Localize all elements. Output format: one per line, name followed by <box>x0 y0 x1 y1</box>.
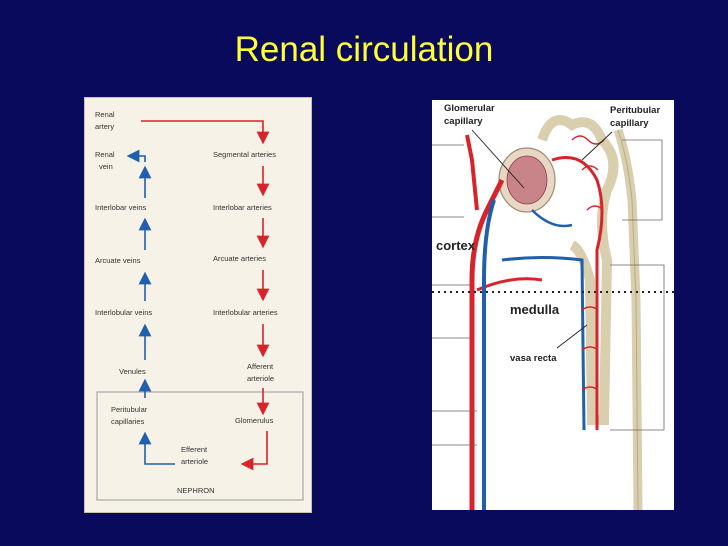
nephron-box <box>96 391 304 501</box>
label-vasa-recta: vasa recta <box>510 353 557 364</box>
label-peritubular-capillary-1: Peritubular <box>610 105 660 116</box>
label-segmental-arteries: Segmental arteries <box>213 150 276 159</box>
bracket-top-right <box>622 139 663 221</box>
label-venules: Venules <box>119 367 146 376</box>
bracket-medulla-right <box>610 264 665 431</box>
label-renal-artery-2: artery <box>95 122 114 131</box>
label-renal-vein-2: vein <box>99 162 113 171</box>
arrow-efferent <box>138 431 175 465</box>
label-efferent-arteriole-2: arteriole <box>181 457 208 466</box>
flow-diagram-panel: Renal artery Renal vein Segmental arteri… <box>84 97 312 513</box>
label-peritubular-capillaries-2: capillaries <box>111 417 145 426</box>
label-peritubular-capillaries-1: Peritubular <box>111 405 148 414</box>
arrow-renal-artery <box>141 120 270 145</box>
flow-diagram: Renal artery Renal vein Segmental arteri… <box>95 110 304 501</box>
label-peritubular-capillary-2: capillary <box>610 118 649 129</box>
bracket-cortex-left <box>432 284 470 339</box>
pointer-vasa-recta <box>556 324 588 349</box>
venule <box>531 209 573 228</box>
label-glomerulus: Glomerulus <box>235 416 274 425</box>
label-interlobar-arteries: Interlobar arteries <box>213 203 272 212</box>
bracket-top-left <box>432 144 464 218</box>
label-arcuate-arteries: Arcuate arteries <box>213 254 266 263</box>
label-afferent-arteriole-1: Afferent <box>247 362 274 371</box>
interlobular-artery <box>469 178 505 510</box>
artery-upper <box>465 134 479 211</box>
pointer-glomerular-capillary <box>471 129 525 189</box>
label-glomerular-capillary-1: Glomerular <box>444 103 495 114</box>
label-efferent-arteriole-1: Efferent <box>181 445 208 454</box>
label-glomerular-capillary-2: capillary <box>444 116 483 127</box>
label-interlobar-veins: Interlobar veins <box>95 203 147 212</box>
collecting-duct-outline <box>617 129 639 510</box>
label-afferent-arteriole-2: arteriole <box>247 374 274 383</box>
efferent-arteriole <box>551 156 604 430</box>
label-medulla: medulla <box>510 302 560 317</box>
label-interlobular-veins: Interlobular veins <box>95 308 152 317</box>
collecting-duct <box>613 128 643 510</box>
arrow-renal-vein <box>126 149 146 163</box>
anatomy-illustration: Glomerular capillary Peritubular capilla… <box>432 103 674 510</box>
vasa-recta-vein <box>501 256 586 431</box>
label-interlobular-arteries: Interlobular arteries <box>213 308 278 317</box>
label-arcuate-veins: Arcuate veins <box>95 256 141 265</box>
label-nephron: NEPHRON <box>177 486 215 495</box>
label-renal-vein-1: Renal <box>95 150 115 159</box>
arrow-glomerulus <box>240 431 268 471</box>
pointer-peritubular-capillary <box>581 131 613 161</box>
label-renal-artery-1: Renal <box>95 110 115 119</box>
interlobular-vein <box>482 199 496 510</box>
arcuate-artery-branch <box>476 277 543 292</box>
bracket-bottom-left <box>432 410 477 446</box>
nephron-tubule <box>537 115 619 425</box>
slide-title: Renal circulation <box>234 30 494 69</box>
label-cortex: cortex <box>436 238 476 253</box>
glomerulus <box>506 155 548 205</box>
anatomy-illustration-panel: Glomerular capillary Peritubular capilla… <box>432 100 674 510</box>
